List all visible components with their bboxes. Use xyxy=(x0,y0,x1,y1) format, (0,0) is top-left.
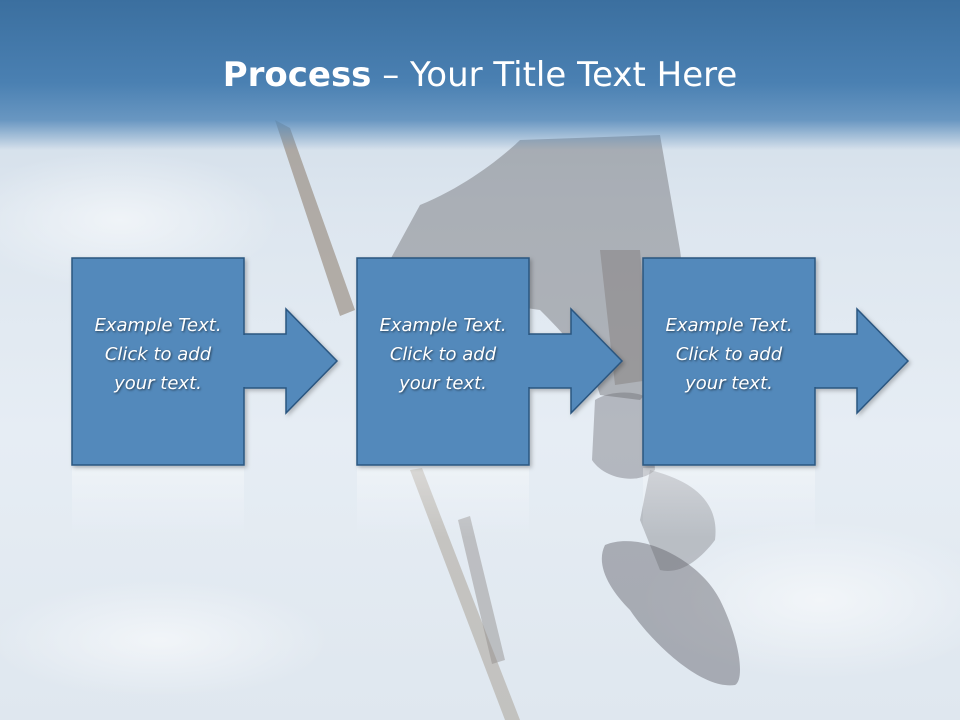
step-box-3 xyxy=(642,257,816,466)
step-1-text[interactable]: Example Text. Click to add your text. xyxy=(71,311,245,398)
step-arrow-1 xyxy=(243,307,339,415)
step-arrow-2 xyxy=(528,307,624,415)
step-3-line-1: Example Text. xyxy=(665,315,793,336)
title-bar xyxy=(0,0,960,150)
step-1-line-3: your text. xyxy=(114,373,202,394)
step-3-line-2: Click to add xyxy=(675,344,783,365)
step-2-line-3: your text. xyxy=(399,373,487,394)
step-reflections xyxy=(72,468,815,538)
step-1-line-1: Example Text. xyxy=(94,315,222,336)
process-step-2[interactable] xyxy=(356,257,624,466)
title-rest: – Your Title Text Here xyxy=(371,55,738,95)
step-3-text[interactable]: Example Text. Click to add your text. xyxy=(642,311,816,398)
step-2-line-1: Example Text. xyxy=(379,315,507,336)
title-bold: Process xyxy=(222,55,372,95)
step-1-line-2: Click to add xyxy=(104,344,212,365)
process-step-1[interactable] xyxy=(71,257,339,466)
step-2-line-2: Click to add xyxy=(389,344,497,365)
step-arrow-3 xyxy=(814,307,910,415)
step-2-text[interactable]: Example Text. Click to add your text. xyxy=(356,311,530,398)
process-step-3[interactable] xyxy=(642,257,910,466)
step-box-2 xyxy=(356,257,530,466)
step-3-line-3: your text. xyxy=(685,373,773,394)
slide-title[interactable]: Process – Your Title Text Here xyxy=(0,52,960,98)
